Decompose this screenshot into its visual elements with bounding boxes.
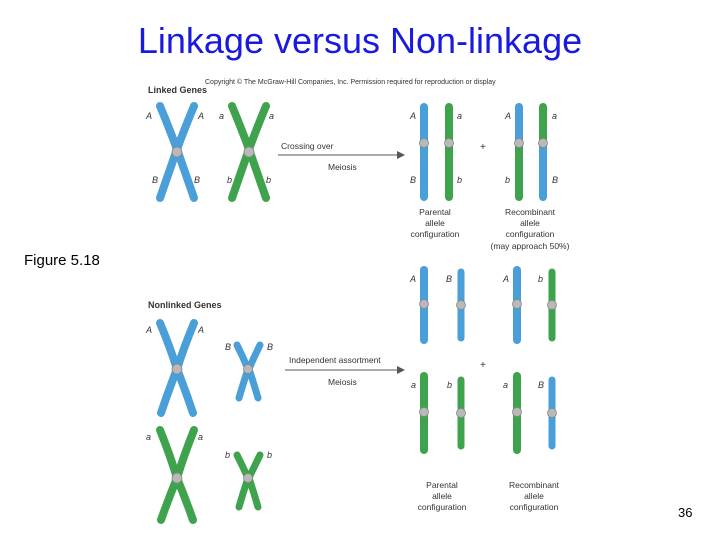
nonlinked-gamete-top-1	[419, 266, 429, 344]
linked-arrow-bottom-label: Meiosis	[328, 162, 357, 172]
nonlinked-gamete-bottom-4-label: B	[538, 380, 544, 390]
linked-recombinant-caption-line2: allele	[520, 218, 540, 228]
figure-reference: Figure 5.18	[24, 252, 100, 269]
linked-recombinant-caption-line1: Recombinant	[505, 207, 556, 217]
nonlinked-plus-sign: +	[480, 360, 486, 371]
nonlinked-parent-blue-small-chromosome	[233, 341, 264, 402]
linked-parent-green-chromosome	[228, 102, 270, 202]
nonlinked-gamete-bottom-3	[512, 372, 522, 454]
linked-gamete-3-top-label: A	[504, 111, 511, 121]
nonlinked-parental-caption-line1: Parental	[426, 480, 458, 490]
nonlinked-parent-green-small-chromosome	[233, 451, 264, 511]
nonlinked-gamete-bottom-2-label: b	[447, 380, 452, 390]
linked-parental-caption-line1: Parental	[419, 207, 451, 217]
nonlinked-gamete-bottom-3-label: a	[503, 380, 508, 390]
linked-parent-label-a-left: a	[219, 111, 224, 121]
linked-parent-label-A-left: A	[145, 111, 152, 121]
nonlinked-recombinant-caption-line3: configuration	[510, 502, 559, 512]
linked-gamete-1-top-label: A	[409, 111, 416, 121]
nonlinked-gamete-top-3-label: A	[502, 274, 509, 284]
nonlinked-gamete-top-1-label: A	[409, 274, 416, 284]
page-number: 36	[678, 505, 693, 520]
linked-gamete-3	[514, 103, 524, 201]
nonlinked-parent-label-b-right: b	[267, 450, 272, 460]
nonlinked-gamete-top-4-label: b	[538, 274, 543, 284]
nonlinked-gamete-bottom-1-label: a	[411, 380, 416, 390]
nonlinked-recombinant-caption-line2: allele	[524, 491, 544, 501]
nonlinked-parental-caption-line3: configuration	[418, 502, 467, 512]
linked-gamete-1-bottom-label: B	[410, 175, 416, 185]
nonlinked-parent-label-a-right: a	[198, 432, 203, 442]
linked-gamete-4-bottom-label: B	[552, 175, 558, 185]
nonlinked-gamete-bottom-2	[456, 376, 466, 450]
nonlinked-recombinant-caption-line1: Recombinant	[509, 480, 560, 490]
linked-gamete-2-bottom-label: b	[457, 175, 462, 185]
linked-parent-label-b-left: b	[227, 175, 232, 185]
linked-gamete-1	[419, 103, 429, 201]
nonlinked-parent-label-b-left: b	[225, 450, 230, 460]
nonlinked-gamete-bottom-4	[547, 376, 557, 450]
linked-parent-label-a-right: a	[269, 111, 274, 121]
linked-gamete-2-top-label: a	[457, 111, 462, 121]
linked-parent-label-B-left: B	[152, 175, 158, 185]
nonlinked-arrow-bottom-label: Meiosis	[328, 377, 357, 387]
linked-gamete-4	[538, 103, 548, 201]
nonlinked-gamete-top-4	[547, 268, 557, 342]
copyright-notice: Copyright © The McGraw-Hill Companies, I…	[205, 78, 496, 86]
linked-gamete-2	[444, 103, 454, 201]
linked-parental-caption-line3: configuration	[411, 229, 460, 239]
linked-parent-label-B-right: B	[194, 175, 200, 185]
linked-heading: Linked Genes	[148, 85, 207, 95]
linked-gamete-4-top-label: a	[552, 111, 557, 121]
linked-recombinant-caption-line4: (may approach 50%)	[491, 241, 570, 251]
linked-parent-label-b-right: b	[266, 175, 271, 185]
slide-title: Linkage versus Non-linkage	[137, 20, 583, 61]
nonlinked-gamete-top-2	[456, 268, 466, 342]
linked-arrow-top-label: Crossing over	[281, 141, 334, 151]
nonlinked-parent-label-B-right: B	[267, 342, 273, 352]
nonlinked-parent-label-a-left: a	[146, 432, 151, 442]
nonlinked-parent-label-B-left: B	[225, 342, 231, 352]
nonlinked-parent-label-A-right: A	[197, 325, 204, 335]
linked-recombinant-caption-line3: configuration	[506, 229, 555, 239]
nonlinked-gamete-top-3	[512, 266, 522, 344]
linked-parental-caption-line2: allele	[425, 218, 445, 228]
nonlinked-parent-blue-large-chromosome	[156, 319, 198, 417]
nonlinked-heading: Nonlinked Genes	[148, 300, 222, 310]
linked-plus-sign: +	[480, 142, 486, 153]
nonlinked-gamete-top-2-label: B	[446, 274, 452, 284]
nonlinked-parent-label-A-left: A	[145, 325, 152, 335]
linked-gamete-3-bottom-label: b	[505, 175, 510, 185]
nonlinked-gamete-bottom-1	[419, 372, 429, 454]
nonlinked-parent-green-large-chromosome	[156, 426, 198, 524]
linked-parent-blue-chromosome	[156, 102, 198, 202]
linked-parent-label-A-right: A	[197, 111, 204, 121]
nonlinked-parental-caption-line2: allele	[432, 491, 452, 501]
nonlinked-arrow-top-label: Independent assortment	[289, 355, 381, 365]
